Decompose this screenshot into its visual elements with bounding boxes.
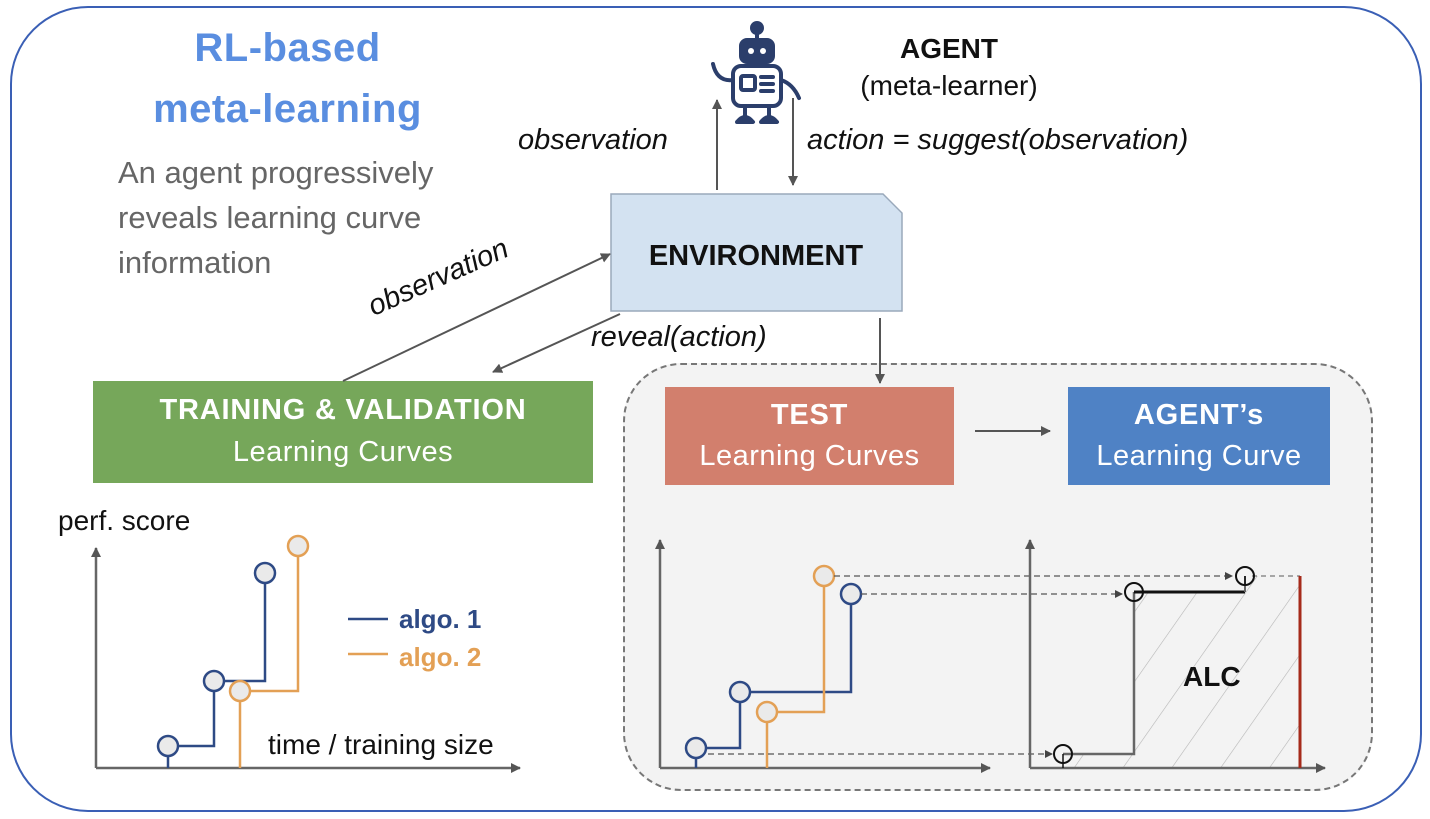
robot-icon: [711, 21, 801, 124]
test-box-title: TEST: [770, 399, 849, 431]
title-line-2: meta-learning: [153, 87, 422, 131]
test-box-subtitle: Learning Curves: [699, 440, 920, 472]
test-algo2-point: [812, 564, 836, 588]
training-box-title: TRAINING & VALIDATION: [159, 394, 527, 426]
environment-label: ENVIRONMENT: [648, 240, 864, 272]
description: An agent progressively reveals learning …: [118, 150, 433, 285]
left-algo2-point: [228, 679, 252, 703]
agent-curve-box-subtitle: Learning Curve: [1096, 440, 1302, 472]
left-algo1-point: [253, 561, 277, 585]
title-line-1: RL-based: [194, 26, 381, 70]
test-algo2-curve: [765, 576, 826, 768]
left-algo2-curve: [238, 546, 300, 768]
arrow-train-to-env: [342, 253, 611, 382]
reveal-label: reveal(action): [591, 321, 767, 353]
left-algo1-point: [156, 734, 180, 758]
left-algo1-point: [202, 669, 226, 693]
agent-point: [1124, 582, 1144, 602]
left-plot-ylabel: perf. score: [58, 505, 191, 536]
left-algo2-point: [286, 534, 310, 558]
left-plot-xlabel: time / training size: [268, 729, 494, 760]
agent-title: AGENT: [900, 33, 998, 64]
agent-curve-steps: [1063, 592, 1136, 756]
legend-algo2: algo. 2: [399, 642, 482, 672]
description-line-2: reveals learning curve: [118, 200, 422, 235]
test-algo1-curve: [694, 594, 853, 768]
agent-point: [1235, 566, 1255, 586]
alc-label: ALC: [1183, 661, 1241, 692]
test-box: TEST Learning Curves: [665, 387, 954, 485]
legend-algo1: algo. 1: [399, 604, 482, 634]
observation-up-label: observation: [518, 124, 668, 156]
agent-curve-box-title: AGENT’s: [1133, 399, 1265, 431]
title: RL-based meta-learning: [100, 22, 475, 135]
description-line-1: An agent progressively: [118, 155, 434, 190]
environment-box: [610, 193, 903, 312]
description-line-3: information: [118, 245, 272, 280]
training-box: TRAINING & VALIDATION Learning Curves: [93, 381, 593, 483]
agent-subtitle: (meta-learner): [860, 70, 1038, 101]
agent-curve-box: AGENT’s Learning Curve: [1068, 387, 1330, 485]
action-label: action = suggest(observation): [807, 124, 1189, 156]
test-algo1-point: [728, 680, 752, 704]
agent-label: AGENT (meta-learner): [818, 33, 1080, 102]
test-algo1-point: [839, 582, 863, 606]
training-box-subtitle: Learning Curves: [232, 436, 454, 468]
test-algo2-point: [755, 700, 779, 724]
outer-frame: [10, 6, 1422, 812]
test-algo1-point: [684, 736, 708, 760]
alc-hatched-area: [1063, 576, 1300, 768]
arrow-env-to-train: [492, 313, 621, 373]
